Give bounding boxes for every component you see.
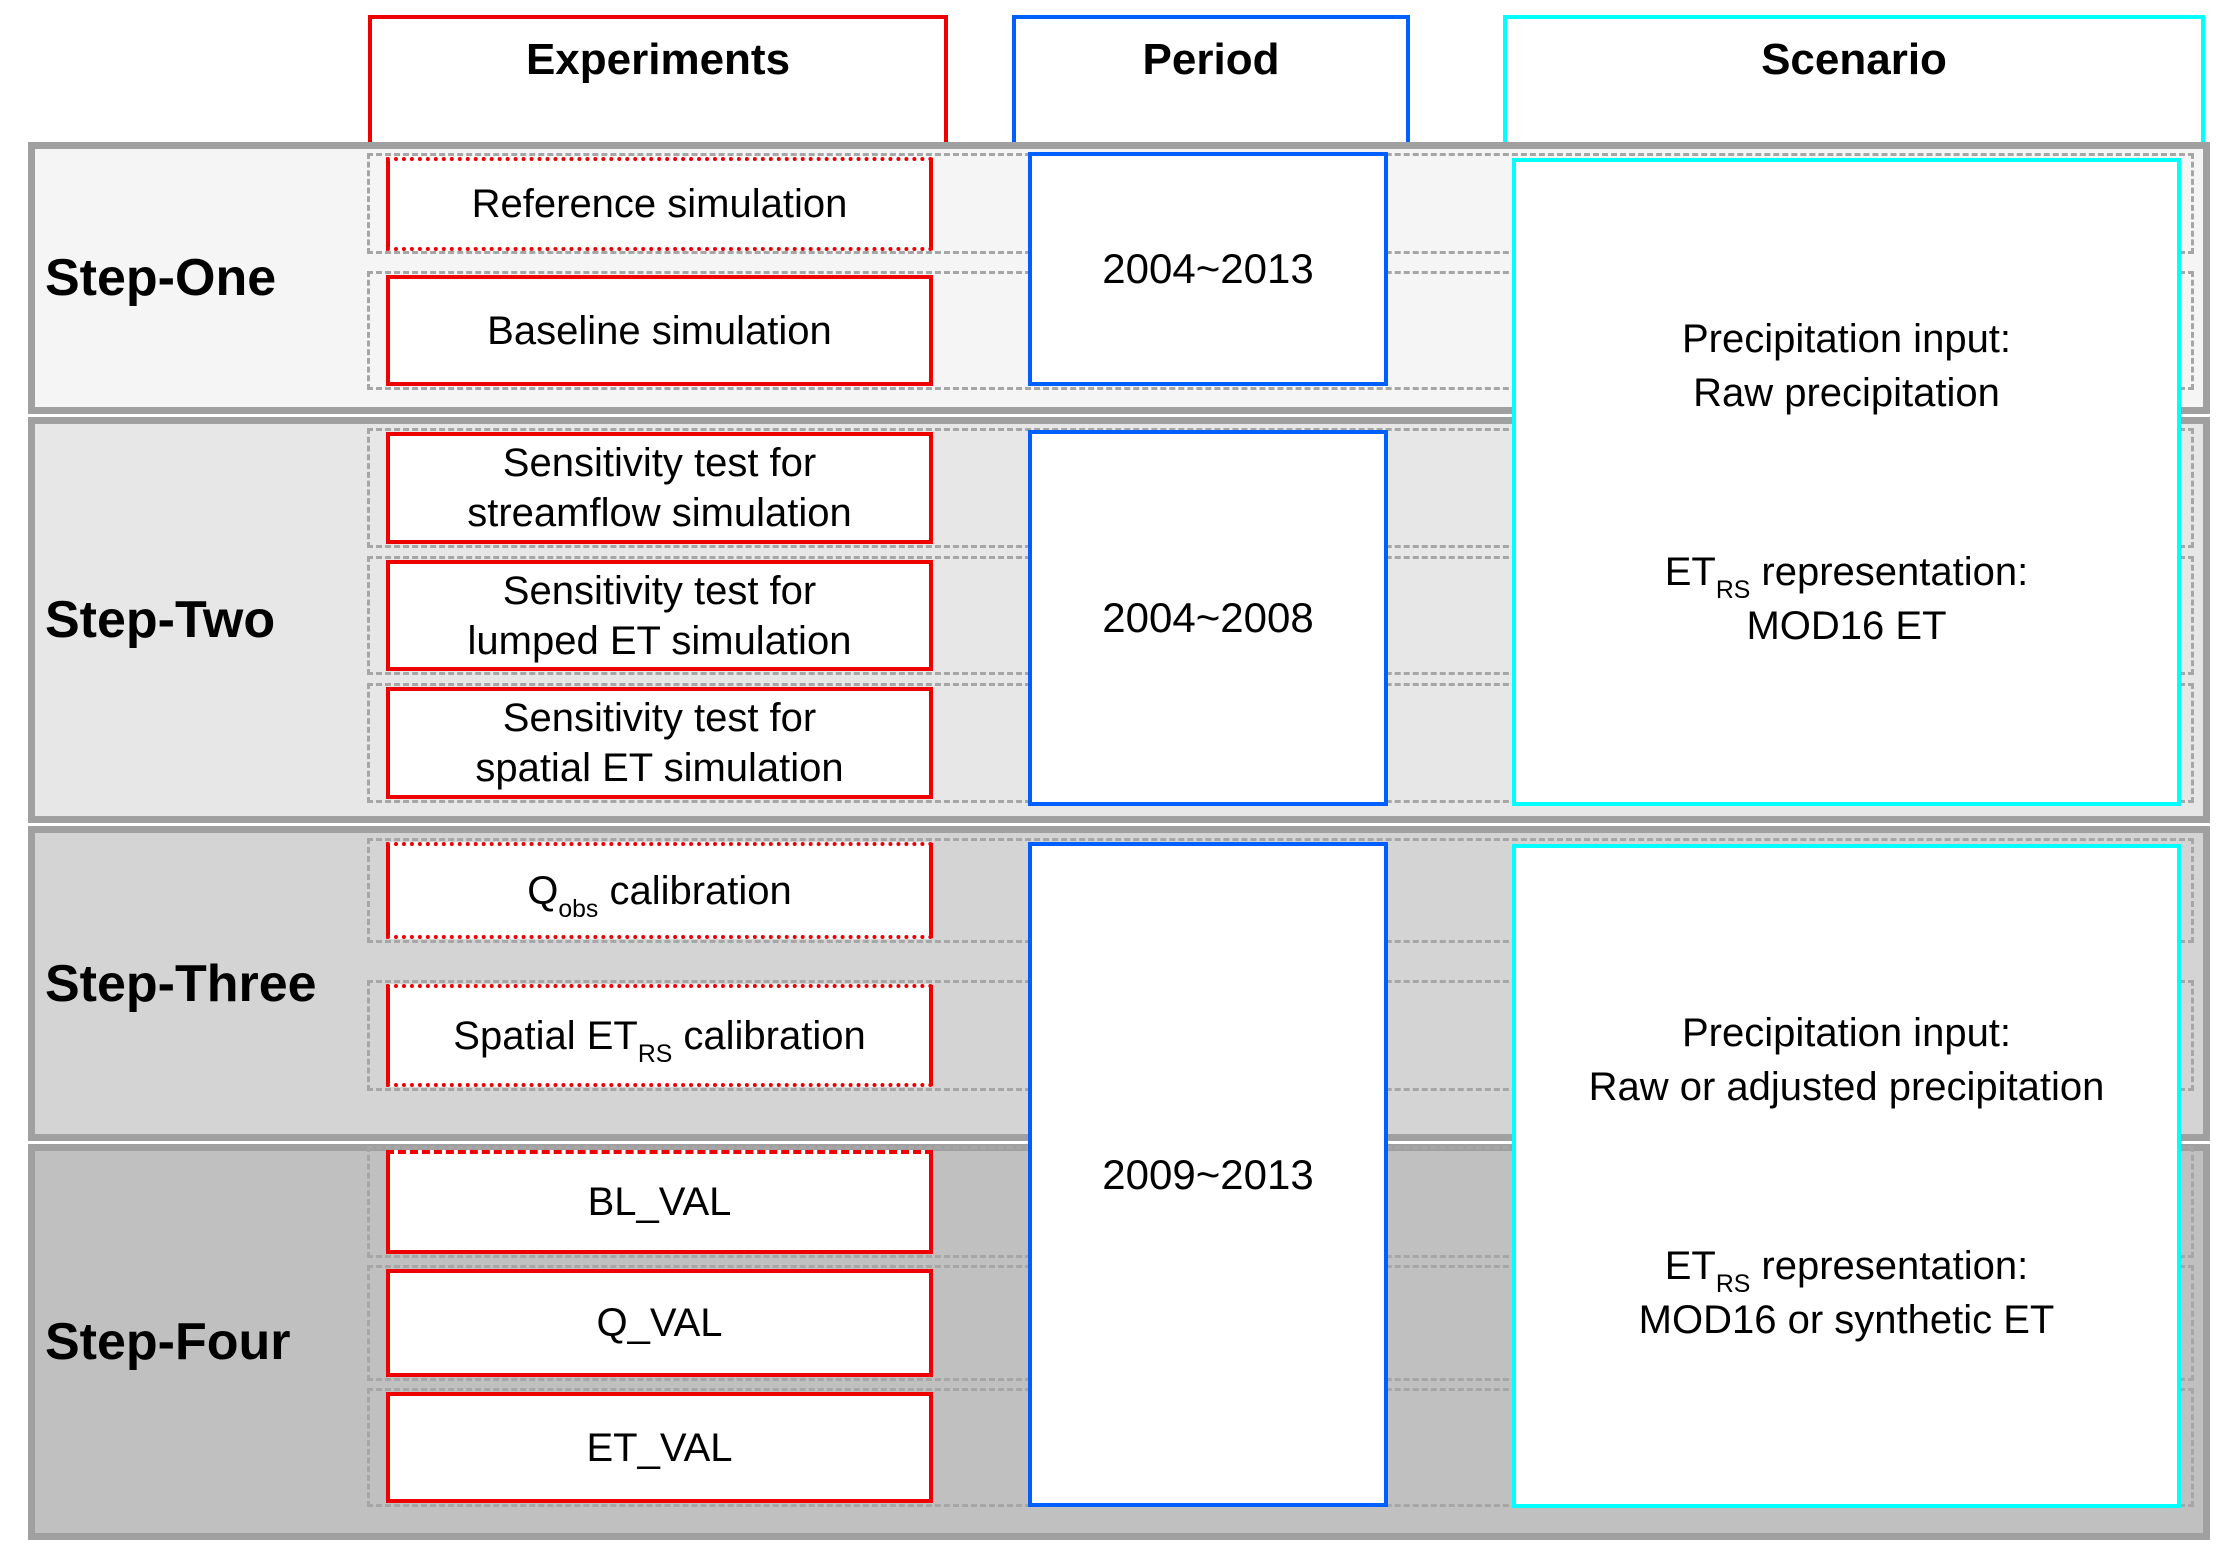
experiment-box-et-val: ET_VAL [386,1392,933,1503]
sensitivity-streamflow-line2: streamflow simulation [467,491,852,535]
precipitation-input-label-2: Precipitation input: [1681,1010,2012,1055]
precipitation-input-label-1: Precipitation input: [1681,316,2012,361]
sensitivity-spatial-line2: spatial ET simulation [475,746,844,790]
et-representation-text-2: ETRS representation: MOD16 or synthetic … [1639,1239,2055,1347]
sensitivity-spatial-line1: Sensitivity test for [502,696,817,740]
baseline-simulation-label: Baseline simulation [487,308,832,353]
scenario-box-steps-three-four: Precipitation input: Raw or adjusted pre… [1512,844,2181,1508]
precipitation-input-text-1: Precipitation input: Raw precipitation [1682,312,2011,420]
step-four-label: Step-Four [45,1313,291,1371]
experiment-box-sensitivity-spatial-et: Sensitivity test for spatial ET simulati… [386,687,933,799]
period-header-label: Period [1142,35,1280,84]
experiment-box-spatial-et-calibration: Spatial ETRS calibration [386,984,933,1087]
qobs-calibration-label: Qobs calibration [527,868,792,923]
period-step-one-value: 2004~2013 [1102,245,1314,292]
experiment-box-sensitivity-lumped-et: Sensitivity test for lumped ET simulatio… [386,560,933,671]
column-header-experiments: Experiments [368,15,948,150]
precipitation-input-value-2: Raw or adjusted precipitation [1588,1064,2105,1109]
step-three-label: Step-Three [45,954,317,1013]
et-representation-text-1: ETRS representation: MOD16 ET [1665,545,2029,653]
et-rs-subscript-1: RS [1715,576,1751,604]
sensitivity-streamflow-line1: Sensitivity test for [502,441,817,485]
sensitivity-lumped-line1: Sensitivity test for [502,568,817,613]
et-representation-value-1: MOD16 ET [1746,603,1947,648]
experiment-box-qobs-calibration: Qobs calibration [386,842,933,939]
precipitation-input-value-1: Raw precipitation [1693,370,2000,415]
et-rs-subscript-2: RS [1715,1270,1751,1298]
experiment-box-baseline-simulation: Baseline simulation [386,275,933,386]
period-step-two-value: 2004~2008 [1102,594,1314,641]
scenario-box-steps-one-two: Precipitation input: Raw precipitation E… [1512,158,2181,806]
qobs-subscript: obs [558,895,599,923]
precipitation-input-text-2: Precipitation input: Raw or adjusted pre… [1589,1006,2105,1114]
bl-val-label: BL_VAL [587,1180,732,1224]
period-box-step-one: 2004~2013 [1028,152,1388,386]
et-val-label: ET_VAL [586,1425,733,1470]
et-representation-value-2: MOD16 or synthetic ET [1638,1297,2055,1342]
et-representation-label-1: ETRS representation: [1664,549,2029,604]
spatial-et-calibration-label: Spatial ETRS calibration [453,1013,866,1068]
step-one-label: Step-One [45,249,277,307]
column-header-period: Period [1012,15,1410,150]
scenario-header-label: Scenario [1761,35,1947,84]
experiment-box-sensitivity-streamflow: Sensitivity test for streamflow simulati… [386,432,933,544]
period-box-steps-three-four: 2009~2013 [1028,842,1388,1507]
period-box-step-two: 2004~2008 [1028,430,1388,806]
q-val-label: Q_VAL [596,1301,723,1345]
column-header-scenario: Scenario [1503,15,2205,150]
period-steps-three-four-value: 2009~2013 [1102,1150,1314,1198]
experiment-box-reference-simulation: Reference simulation [386,157,933,251]
step-two-label: Step-Two [45,591,276,649]
et-representation-label-2: ETRS representation: [1664,1243,2029,1298]
experiment-box-q-val: Q_VAL [386,1269,933,1377]
experiment-box-bl-val: BL_VAL [386,1150,933,1254]
reference-simulation-label: Reference simulation [471,182,848,226]
experiments-header-label: Experiments [525,35,791,84]
spatial-et-rs-subscript: RS [637,1040,673,1068]
sensitivity-lumped-line2: lumped ET simulation [467,618,852,663]
